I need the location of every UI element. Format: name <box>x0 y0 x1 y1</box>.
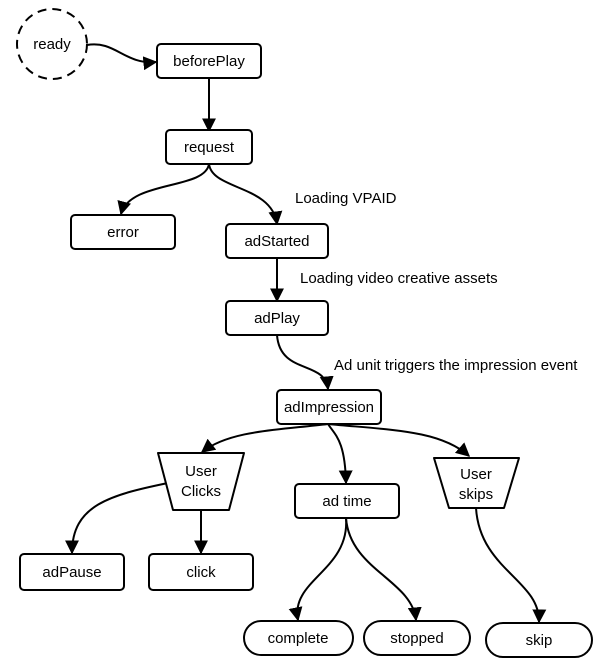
node-click: click <box>148 553 254 591</box>
edge-adtime-to-stopped <box>345 517 422 622</box>
node-ready-label: ready <box>33 36 71 53</box>
edge-adimpression-to-adtime <box>327 423 353 485</box>
node-adplay: adPlay <box>225 300 329 336</box>
node-beforeplay-label: beforePlay <box>173 53 245 70</box>
node-complete: complete <box>243 620 354 656</box>
annotations: Loading VPAID Loading video creative ass… <box>295 190 578 374</box>
node-click-label: click <box>186 564 216 581</box>
node-stopped: stopped <box>363 620 471 656</box>
node-stopped-label: stopped <box>390 630 443 647</box>
node-adstarted: adStarted <box>225 223 329 259</box>
edge-request-to-error <box>117 163 210 216</box>
node-error: error <box>70 214 176 250</box>
node-request: request <box>165 129 253 165</box>
node-skip: skip <box>485 622 593 658</box>
node-complete-label: complete <box>268 630 329 647</box>
node-skip-label: skip <box>526 632 553 649</box>
node-user-clicks-label-line1: User <box>185 463 217 480</box>
annotation-impression-event: Ad unit triggers the impression event <box>334 357 578 374</box>
node-user-clicks: User Clicks <box>157 452 245 511</box>
node-adpause-label: adPause <box>42 564 101 581</box>
node-adimpression-label: adImpression <box>284 399 374 416</box>
annotation-loading-vpaid: Loading VPAID <box>295 190 397 207</box>
edge-adimpression-to-userclicks <box>200 423 329 453</box>
node-adstarted-label: adStarted <box>244 233 309 250</box>
edges <box>65 43 547 624</box>
node-user-skips-label-line2: skips <box>459 486 493 503</box>
node-adpause: adPause <box>19 553 125 591</box>
edge-userclicks-to-adpause <box>65 482 169 555</box>
edge-request-to-adstarted <box>208 163 283 226</box>
node-error-label: error <box>107 224 139 241</box>
annotation-loading-assets: Loading video creative assets <box>300 270 498 287</box>
nodes: ready beforePlay request error adStarted… <box>16 8 593 658</box>
node-ready: ready <box>16 8 88 80</box>
edge-adtime-to-complete <box>288 517 348 622</box>
node-beforeplay: beforePlay <box>156 43 262 79</box>
edge-adplay-to-adimpression <box>276 334 334 391</box>
node-user-skips-label-line1: User <box>460 466 492 483</box>
edge-ready-to-beforeplay <box>86 43 158 71</box>
node-adimpression: adImpression <box>276 389 382 425</box>
node-adplay-label: adPlay <box>254 310 300 327</box>
node-request-label: request <box>184 139 235 156</box>
node-adtime: ad time <box>294 483 400 519</box>
edge-userskips-to-skip <box>475 507 547 624</box>
node-user-clicks-label-line2: Clicks <box>181 483 221 500</box>
edge-adimpression-to-userskips <box>327 423 471 457</box>
node-user-skips: User skips <box>433 457 520 509</box>
node-adtime-label: ad time <box>322 493 371 510</box>
